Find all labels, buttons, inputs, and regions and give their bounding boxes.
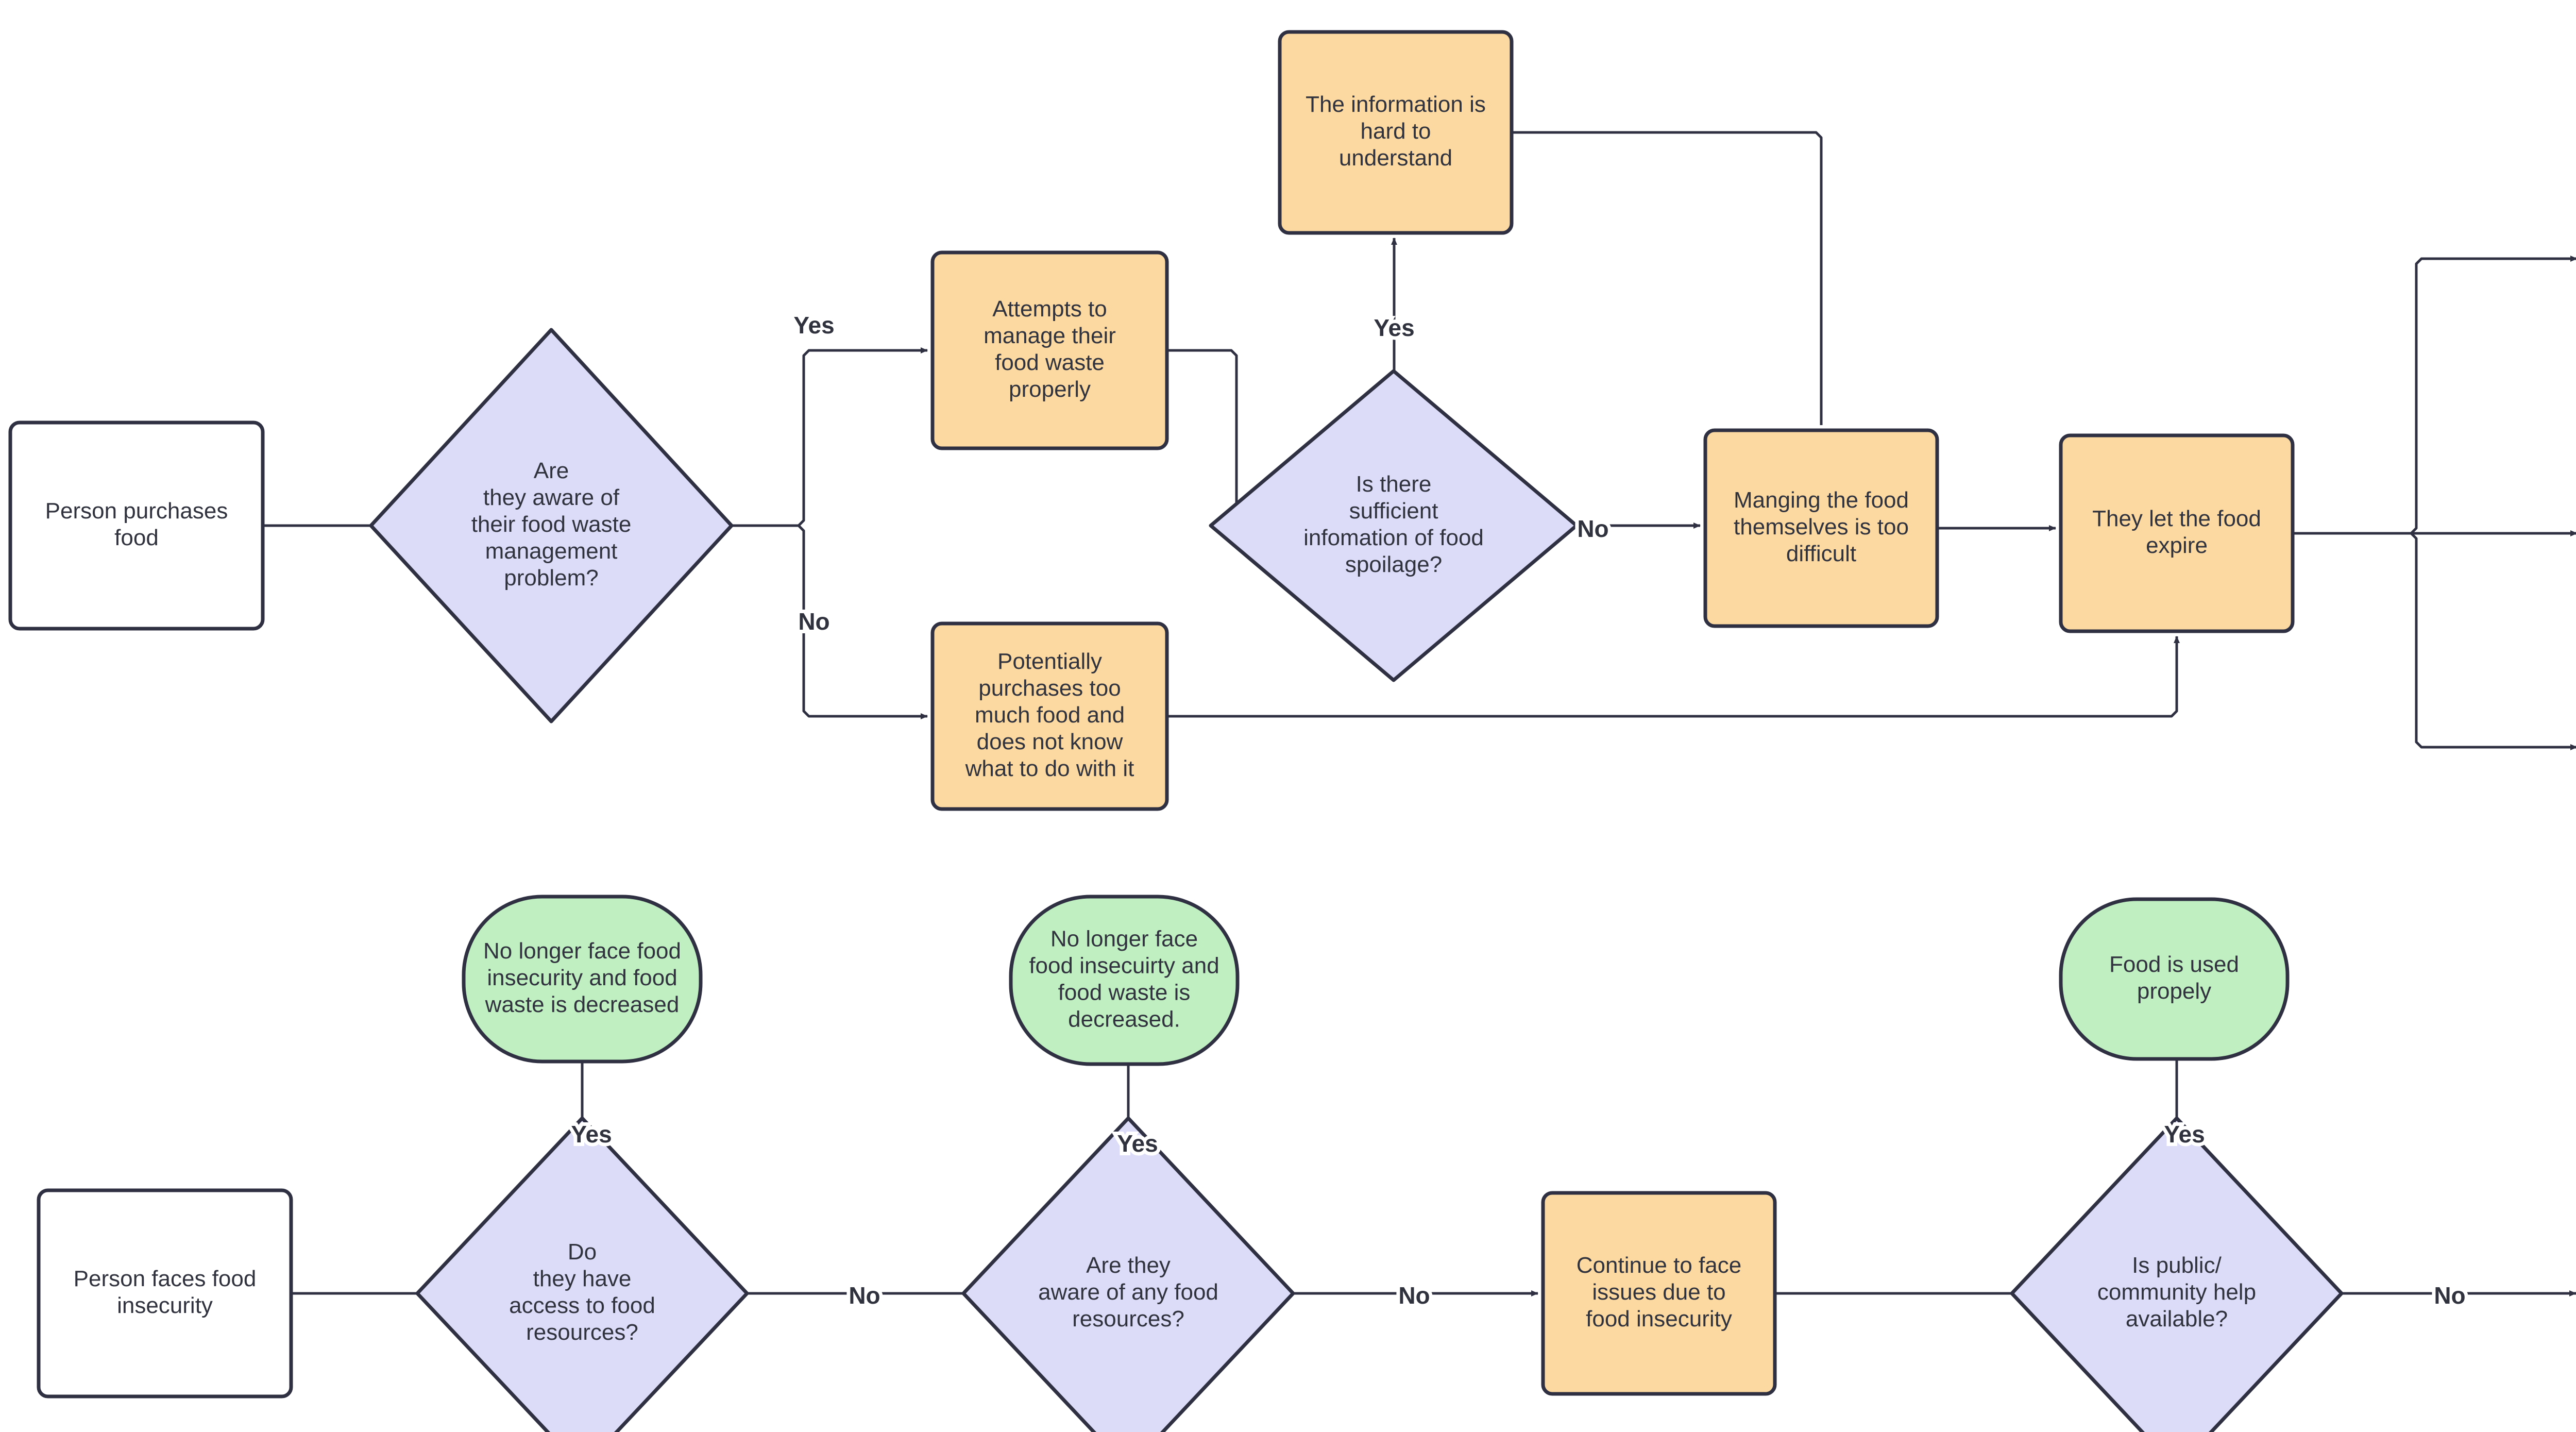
process-shape[interactable] (1703, 428, 1939, 628)
label-no-help-halo: No (2434, 1282, 2465, 1309)
label-yes-help-halo: Yes (2164, 1121, 2205, 1148)
label-yes-spoilage: Yes (1374, 314, 1414, 341)
process-shape[interactable] (1541, 1191, 1777, 1396)
process-shape[interactable] (930, 250, 1169, 450)
decision-shape[interactable] (369, 328, 734, 723)
label-yes-spoilage-halo: Yes (1374, 314, 1414, 341)
label-no-aware: No (798, 608, 829, 635)
label-no-help: No (2434, 1282, 2465, 1309)
label-yes-aware-res-halo: Yes (1117, 1130, 1158, 1157)
label-yes-access: Yes (571, 1121, 612, 1148)
edge-attempts-to-spoilage (1167, 349, 1247, 529)
process-shape[interactable] (8, 420, 265, 631)
label-yes-access-halo: Yes (571, 1121, 612, 1148)
process-shape[interactable] (2059, 433, 2295, 633)
label-no-access: No (849, 1282, 880, 1309)
edge-expire-to-money-wasted (2293, 532, 2576, 750)
terminator-shape[interactable] (2059, 897, 2290, 1061)
label-no-spoilage-halo: No (1577, 515, 1608, 542)
edge-info-to-managing (1512, 131, 1823, 425)
edge-aware-no-to-potentially (690, 524, 928, 719)
edge-aware-yes-to-attempts (690, 347, 928, 527)
label-no-aware-halo: No (798, 608, 829, 635)
label-no-access-halo: No (849, 1282, 880, 1309)
decision-shape[interactable] (415, 1116, 749, 1432)
label-yes-aware: Yes (793, 312, 834, 339)
label-no-aware-res-halo: No (1398, 1282, 1430, 1309)
edges-layer (263, 131, 2576, 1296)
label-yes-aware-halo: Yes (793, 312, 834, 339)
process-shape[interactable] (1278, 30, 1514, 235)
edge-expire-to-damage (2293, 256, 2576, 535)
process-shape[interactable] (37, 1188, 293, 1399)
terminator-shape[interactable] (462, 895, 703, 1064)
label-yes-help: Yes (2164, 1121, 2205, 1148)
terminator-shape[interactable] (1009, 895, 1240, 1066)
label-no-spoilage: No (1577, 515, 1608, 542)
process-shape[interactable] (930, 621, 1169, 811)
decision-shape[interactable] (2010, 1116, 2344, 1432)
label-no-aware-res: No (1398, 1282, 1430, 1309)
decision-shape[interactable] (961, 1116, 1295, 1432)
edge-labels-layer: YesYesNoNoYesYesNoNoYesYesNoNoYesYesNoNo… (567, 308, 2469, 1312)
decision-shape[interactable] (1209, 369, 1579, 682)
label-yes-aware-res: Yes (1117, 1130, 1158, 1157)
edge-potentially-to-expire (1167, 636, 2180, 718)
